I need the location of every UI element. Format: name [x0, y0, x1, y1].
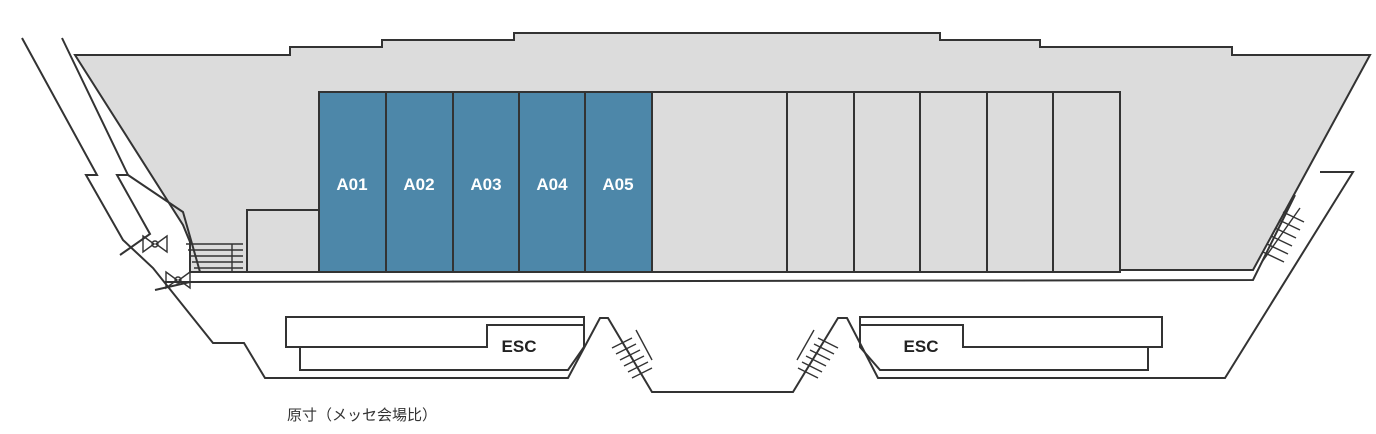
escalator-left-outline [285, 316, 585, 371]
toilet-icon [142, 234, 191, 290]
escalator-right-rail [860, 324, 1148, 348]
stairs-icon [611, 329, 653, 379]
room-large[interactable] [651, 91, 788, 273]
room-b4[interactable] [986, 91, 1054, 273]
escalator-left-rail [300, 324, 584, 348]
room-b3[interactable] [919, 91, 988, 273]
room-a01[interactable]: A01 [318, 91, 387, 273]
inner-left-wall [61, 37, 152, 256]
room-a05-block[interactable] [584, 91, 653, 273]
annex-room [246, 209, 320, 273]
escalator-left: ESC [285, 316, 585, 371]
corridor-inner-edge [189, 194, 1296, 283]
room-b5[interactable] [1052, 91, 1121, 273]
room-row: A01 A02 A03 A04 A05 [318, 91, 1121, 273]
room-a01-label: A01 [336, 175, 367, 194]
room-a04-label: A04 [536, 175, 568, 194]
room-b1[interactable] [786, 91, 855, 273]
inner-left-wall-2 [127, 174, 201, 273]
room-a04-block[interactable] [518, 91, 586, 273]
escalator-right-label: ESC [904, 337, 939, 356]
room-a05-label: A05 [602, 175, 633, 194]
room-a03-label: A03 [470, 175, 501, 194]
room-a03-block[interactable] [452, 91, 520, 273]
escalator-right: ESC [859, 316, 1163, 371]
outer-corridor-wall [21, 37, 1355, 393]
stairs-icon [796, 329, 839, 379]
plan-caption: 原寸（メッセ会場比） [287, 406, 438, 424]
room-a02-label: A02 [403, 175, 434, 194]
room-a02-block[interactable] [385, 91, 454, 273]
room-a03[interactable]: A03 [452, 91, 520, 273]
escalator-right-outline [859, 316, 1163, 371]
stairs-icon [186, 243, 243, 272]
stairs-icon [1261, 207, 1305, 263]
room-a04[interactable]: A04 [518, 91, 586, 273]
room-a02[interactable]: A02 [385, 91, 454, 273]
escalator-left-label: ESC [502, 337, 537, 356]
room-a05[interactable]: A05 [584, 91, 653, 273]
room-b2[interactable] [853, 91, 921, 273]
